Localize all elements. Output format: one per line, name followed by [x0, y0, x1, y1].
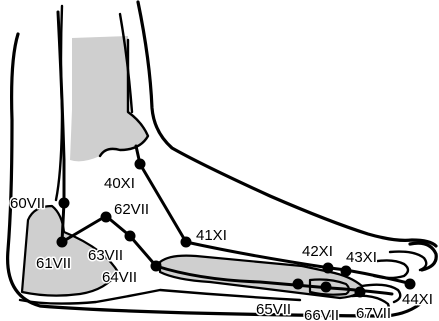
label-62vii: 62VII	[114, 201, 149, 218]
label-61vii: 61VII	[36, 255, 71, 272]
label-42xi: 42XI	[302, 243, 333, 260]
label-60vii: 60VII	[10, 195, 45, 212]
label-44xi: 44XI	[402, 291, 433, 308]
label-63vii: 63VII	[88, 247, 123, 264]
point-65vii	[293, 279, 304, 290]
point-41xi	[181, 237, 192, 248]
label-65vii: 65VII	[256, 301, 291, 318]
label-43xi: 43XI	[346, 249, 377, 266]
label-66vii: 66VII	[304, 307, 339, 321]
point-64vii	[151, 261, 162, 272]
leg-front-outline	[138, 2, 436, 246]
point-62vii	[101, 212, 112, 223]
label-67vii: 67VII	[356, 305, 391, 321]
leg-bone	[70, 36, 148, 161]
point-43xi	[341, 266, 352, 277]
label-64vii: 64VII	[102, 269, 137, 286]
point-60vii	[59, 198, 70, 209]
point-44xi	[405, 279, 416, 290]
point-67vii	[355, 287, 366, 298]
label-40xi: 40XI	[104, 175, 135, 192]
point-40xi	[135, 159, 146, 170]
point-63vii	[125, 231, 136, 242]
point-66vii	[321, 282, 332, 293]
point-61vii	[57, 237, 68, 248]
point-42xi	[323, 263, 334, 274]
label-41xi: 41XI	[196, 227, 227, 244]
